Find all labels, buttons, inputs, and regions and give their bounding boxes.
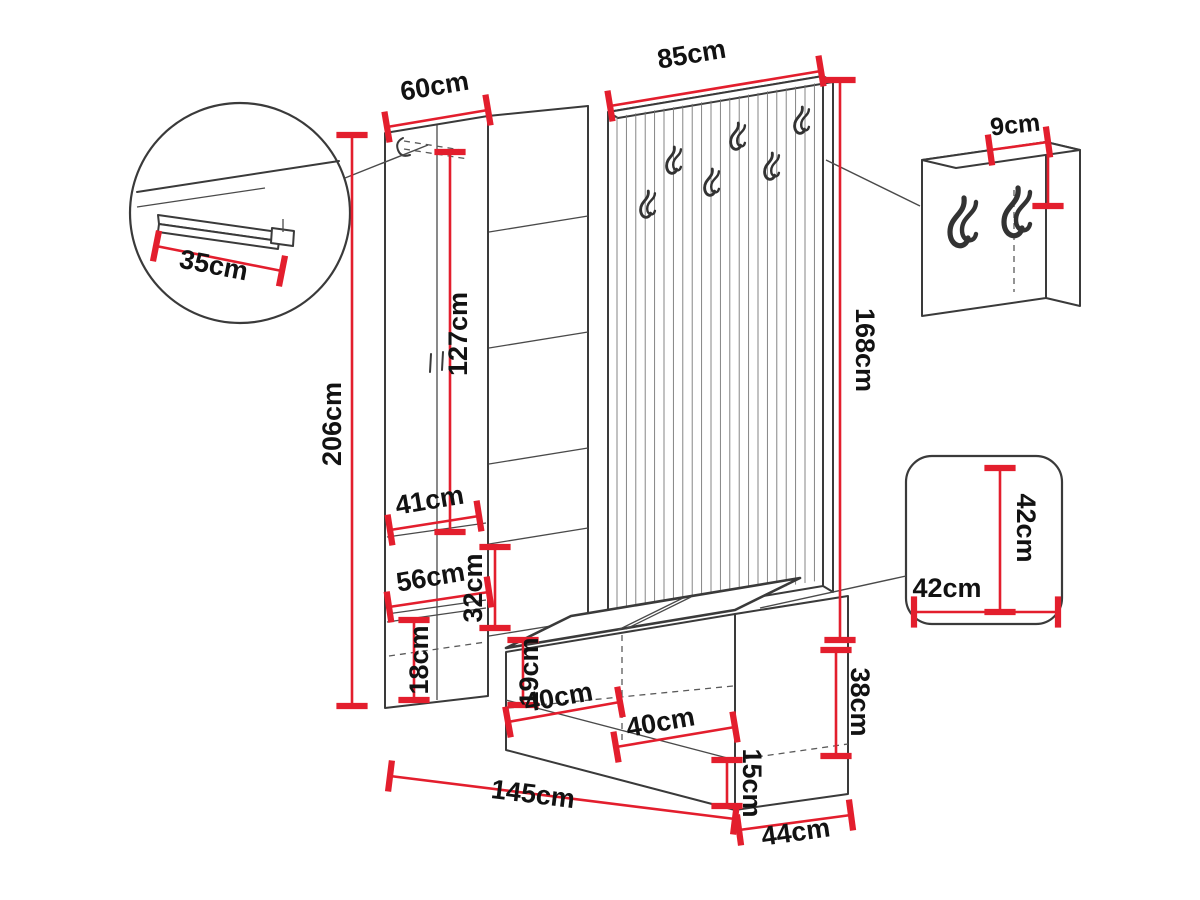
- wardrobe-handle-left: [429, 353, 432, 373]
- dim-label-total-width: 145cm: [490, 774, 577, 814]
- dim-label-base-compartment: 18cm: [404, 625, 434, 694]
- shelf-line-3: [488, 447, 589, 465]
- hook-panel-detail-callout: [825, 141, 1081, 317]
- detail-panel-side: [1045, 141, 1081, 307]
- cabinet-edge-1: [136, 160, 340, 193]
- dim-line-inner-width: [384, 500, 485, 546]
- dimension-labels: 60cm 85cm 206cm 127cm 41cm 56cm 32cm 18c…: [177, 34, 1042, 852]
- shelf-column-top: [487, 105, 589, 117]
- dim-line-total-width: [384, 760, 741, 835]
- dim-line-bench-compartment-left: [502, 686, 626, 738]
- dim-label-bench-height: 38cm: [845, 667, 875, 736]
- coat-hook-panel: [607, 75, 834, 623]
- dim-line-rail-length: [149, 230, 289, 287]
- cushion-split-2: [625, 596, 692, 630]
- shelf-column: [487, 105, 589, 637]
- dim-label-depth: 44cm: [759, 812, 832, 851]
- shelf-line-4: [488, 527, 589, 545]
- dim-label-plinth-height: 15cm: [737, 748, 767, 817]
- dim-line-lower-width: [383, 576, 495, 623]
- seat-cushion: [504, 576, 802, 650]
- dim-label-hanging-height: 127cm: [443, 292, 473, 376]
- dim-label-wardrobe-width: 60cm: [398, 66, 471, 107]
- panel-side-face: [822, 75, 834, 593]
- dim-label-seat-width: 42cm: [912, 573, 981, 603]
- panel-slats: [616, 83, 815, 615]
- dim-line-depth: [733, 799, 857, 846]
- cushion-split-1: [617, 597, 684, 631]
- dim-label-panel-height: 168cm: [850, 308, 880, 392]
- rail-detail-callout: [128, 101, 429, 325]
- cabinet-edge-2: [136, 187, 266, 208]
- dim-label-shelf-compartment: 32cm: [458, 553, 488, 622]
- dim-label-seat-height: 42cm: [1011, 493, 1041, 562]
- dimension-lines: [149, 55, 1064, 846]
- bench-plinth-line-side: [734, 743, 849, 761]
- callout-circle: [128, 101, 352, 325]
- dim-label-hook-depth: 9cm: [989, 109, 1042, 142]
- dim-line-panel-width: [604, 55, 827, 122]
- dim-line-hook-depth: [984, 126, 1054, 166]
- dim-label-bench-inner-height: 19cm: [514, 637, 544, 706]
- dim-label-panel-width: 85cm: [655, 34, 728, 75]
- shelf-line-1: [488, 215, 589, 233]
- dim-line-wardrobe-width: [381, 94, 494, 143]
- dim-line-bench-compartment-right: [610, 711, 741, 763]
- panel-front-face: [607, 75, 824, 623]
- dim-label-total-height: 206cm: [317, 382, 347, 466]
- shelf-line-2: [488, 331, 589, 349]
